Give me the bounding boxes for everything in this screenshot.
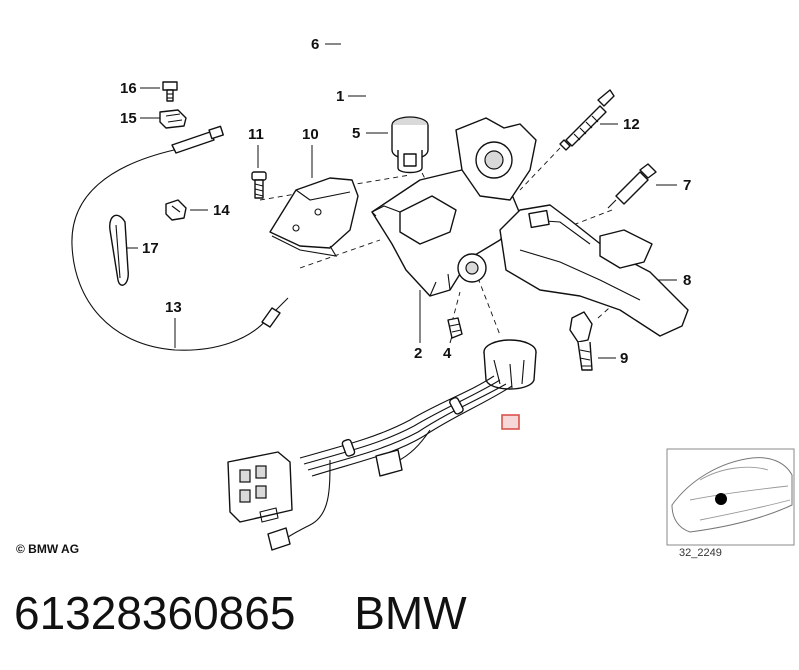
callout-16: 16 [120, 80, 137, 97]
callout-6: 6 [311, 36, 319, 53]
part-17-guide-clip [109, 214, 129, 286]
part-14-clip [165, 199, 187, 221]
copyright-text: © BMW AG [16, 542, 79, 556]
part-4-pin [447, 317, 463, 339]
brand-name: BMW [354, 587, 467, 639]
part-13-bowden-cable [71, 125, 289, 351]
part-1-steering-lock-housing [371, 117, 537, 297]
callout-8: 8 [683, 272, 691, 289]
part-8-bracket [499, 204, 689, 337]
exploded-parts-diagram: 6 1 16 15 11 10 5 12 7 14 17 8 13 2 4 9 [16, 36, 795, 559]
part-5-lock-cylinder [391, 116, 429, 174]
thumbnail-ref: 32_2249 [679, 547, 722, 559]
callout-5: 5 [352, 125, 360, 142]
assembly-line-12 [519, 147, 561, 191]
part-7-switch-pin [607, 163, 657, 209]
part-11-screw [251, 171, 267, 199]
callout-11: 11 [248, 126, 264, 143]
part-9-rivet [569, 311, 593, 371]
part-6-wiring-harness [227, 339, 537, 551]
callout-1: 1 [336, 88, 344, 105]
callout-10: 10 [302, 126, 319, 143]
callout-15: 15 [120, 110, 137, 127]
part-12-shear-bolt [559, 89, 615, 151]
callout-12: 12 [623, 116, 640, 133]
callout-13: 13 [165, 299, 182, 316]
location-dot [715, 493, 727, 505]
vehicle-locator-thumbnail: 32_2249 [666, 448, 795, 559]
part-16-screw [162, 81, 178, 102]
footer-caption: 61328360865 BMW [14, 586, 784, 646]
part-15-clip-nut [159, 109, 187, 129]
callout-2: 2 [414, 345, 422, 362]
assembly-line-4 [451, 291, 461, 323]
callout-4: 4 [443, 345, 452, 362]
highlight-marker[interactable] [501, 414, 520, 430]
assembly-line-harness [477, 277, 501, 336]
callout-7: 7 [683, 177, 691, 194]
callout-14: 14 [213, 202, 230, 219]
part-number: 61328360865 [14, 587, 296, 639]
callout-17: 17 [142, 240, 159, 257]
part-10-trim-cover [269, 177, 359, 257]
callout-9: 9 [620, 350, 628, 367]
